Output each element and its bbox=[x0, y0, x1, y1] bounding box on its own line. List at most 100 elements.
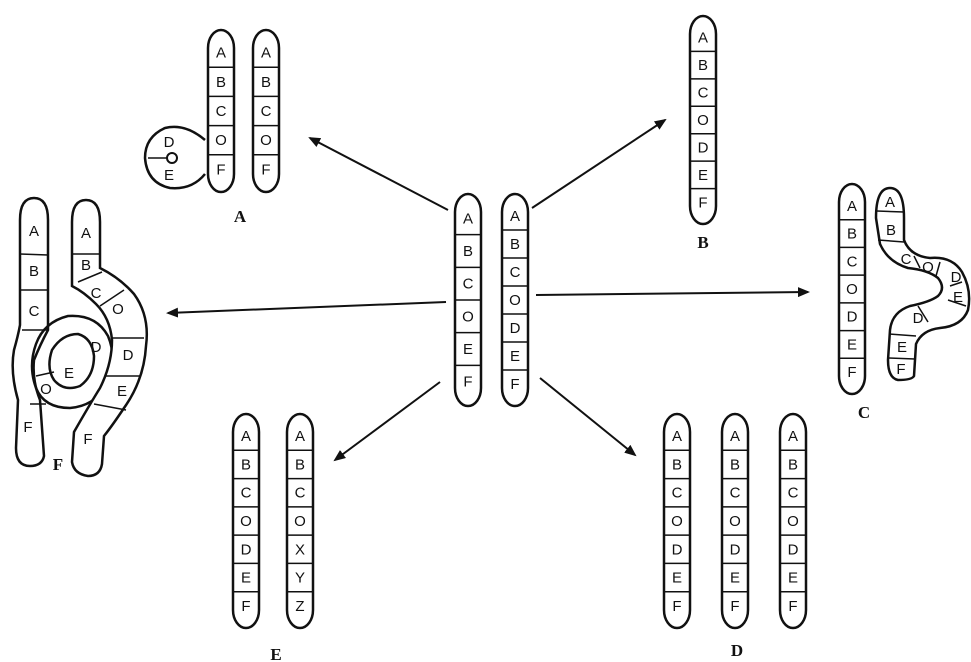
gene-label: B bbox=[261, 74, 271, 91]
gene-label: E bbox=[672, 570, 682, 587]
arrows bbox=[166, 118, 810, 462]
gene-label: O bbox=[294, 513, 306, 530]
gene-label: F bbox=[788, 598, 797, 615]
gene-label: B bbox=[788, 456, 798, 473]
gene-label: F bbox=[847, 364, 856, 381]
gene-label: C bbox=[295, 485, 306, 502]
arrow-to-D bbox=[539, 377, 637, 457]
gene-label: O bbox=[729, 513, 741, 530]
gene-label: F bbox=[672, 598, 681, 615]
gene-label: A bbox=[672, 428, 682, 445]
gene-label: A bbox=[788, 428, 798, 445]
gene-label: E bbox=[847, 336, 857, 353]
gene-label: D bbox=[847, 309, 858, 326]
panel-b-label: B bbox=[697, 233, 708, 252]
gene-label: E bbox=[241, 570, 251, 587]
panel-a-label: A bbox=[234, 207, 247, 226]
gene-label: A bbox=[730, 428, 740, 445]
panel-c-looped-gene-2: B bbox=[886, 222, 896, 239]
gene-label: F bbox=[698, 194, 707, 211]
panel-f-right-gene-2: B bbox=[81, 257, 91, 274]
gene-label: C bbox=[847, 253, 858, 270]
panel-f-right-gene-7: F bbox=[83, 431, 92, 448]
gene-label: C bbox=[698, 85, 709, 102]
gene-label: E bbox=[730, 570, 740, 587]
gene-label: A bbox=[295, 428, 305, 445]
gene-label: O bbox=[240, 513, 252, 530]
gene-label: X bbox=[295, 541, 305, 558]
gene-label: A bbox=[241, 428, 251, 445]
panel-c-chromosome-looped: A B C O D E D E F bbox=[874, 186, 971, 382]
panel-d-label: D bbox=[731, 641, 743, 660]
gene-label: E bbox=[698, 167, 708, 184]
gene-label: F bbox=[730, 598, 739, 615]
gene-label: O bbox=[846, 281, 858, 298]
gene-label: Y bbox=[295, 570, 305, 587]
gene-label: F bbox=[261, 161, 270, 178]
panel-f-left-gene-5: E bbox=[64, 365, 74, 382]
panel-f-right-gene-6: E bbox=[117, 383, 127, 400]
gene-label: D bbox=[698, 139, 709, 156]
panel-c-looped-gene-3: C bbox=[901, 251, 912, 268]
panel-f-left-gene-3: C bbox=[29, 303, 40, 320]
panel-c-looped-gene-5: D bbox=[951, 269, 962, 286]
gene-label: F bbox=[241, 598, 250, 615]
gene-label: O bbox=[509, 292, 521, 309]
gene-label: C bbox=[730, 485, 741, 502]
gene-label: B bbox=[698, 57, 708, 74]
arrow-to-C bbox=[535, 287, 810, 298]
panel-f-right-gene-3: C bbox=[91, 285, 102, 302]
panel-e-label: E bbox=[270, 645, 281, 662]
gene-label: F bbox=[463, 374, 472, 391]
gene-label: Z bbox=[295, 598, 304, 615]
gene-label: B bbox=[216, 74, 226, 91]
panel-f-label: F bbox=[53, 455, 63, 474]
gene-label: A bbox=[261, 45, 271, 62]
gene-label: C bbox=[510, 264, 521, 281]
gene-label: O bbox=[787, 513, 799, 530]
gene-label: F bbox=[510, 376, 519, 393]
gene-label: C bbox=[216, 103, 227, 120]
panel-f-left-gene-1: A bbox=[29, 223, 39, 240]
gene-label: E bbox=[788, 570, 798, 587]
gene-label: D bbox=[672, 541, 683, 558]
gene-label: D bbox=[788, 541, 799, 558]
gene-label: B bbox=[295, 456, 305, 473]
panel-f-chromosome-right: A B C O D E F bbox=[70, 198, 148, 478]
gene-label: D bbox=[510, 320, 521, 337]
panel-f-right-gene-5: D bbox=[123, 347, 134, 364]
gene-label: F bbox=[216, 161, 225, 178]
gene-label: B bbox=[847, 226, 857, 243]
gene-label: D bbox=[730, 541, 741, 558]
panel-a-loop-gene-2: E bbox=[164, 167, 174, 184]
panel-f-right-gene-1: A bbox=[81, 225, 91, 242]
panel-c-looped-gene-4: O bbox=[922, 259, 934, 276]
panel-f-left-gene-2: B bbox=[29, 263, 39, 280]
gene-label: D bbox=[241, 541, 252, 558]
panel-c-looped-gene-6: E bbox=[953, 289, 963, 306]
gene-label: O bbox=[462, 308, 474, 325]
gene-label: A bbox=[463, 210, 473, 227]
gene-label: C bbox=[241, 485, 252, 502]
arrow-to-B bbox=[531, 118, 667, 209]
arrow-to-A bbox=[308, 137, 449, 211]
panel-F: A B C O E F A B C O D E F D F bbox=[11, 196, 148, 478]
gene-label: B bbox=[510, 236, 520, 253]
panel-f-loop-gene: D bbox=[91, 339, 102, 356]
panel-a-loop: D E bbox=[143, 125, 206, 190]
panel-f-chromosome-left: A B C O E F bbox=[11, 196, 114, 468]
gene-label: B bbox=[241, 456, 251, 473]
gene-label: C bbox=[261, 103, 272, 120]
